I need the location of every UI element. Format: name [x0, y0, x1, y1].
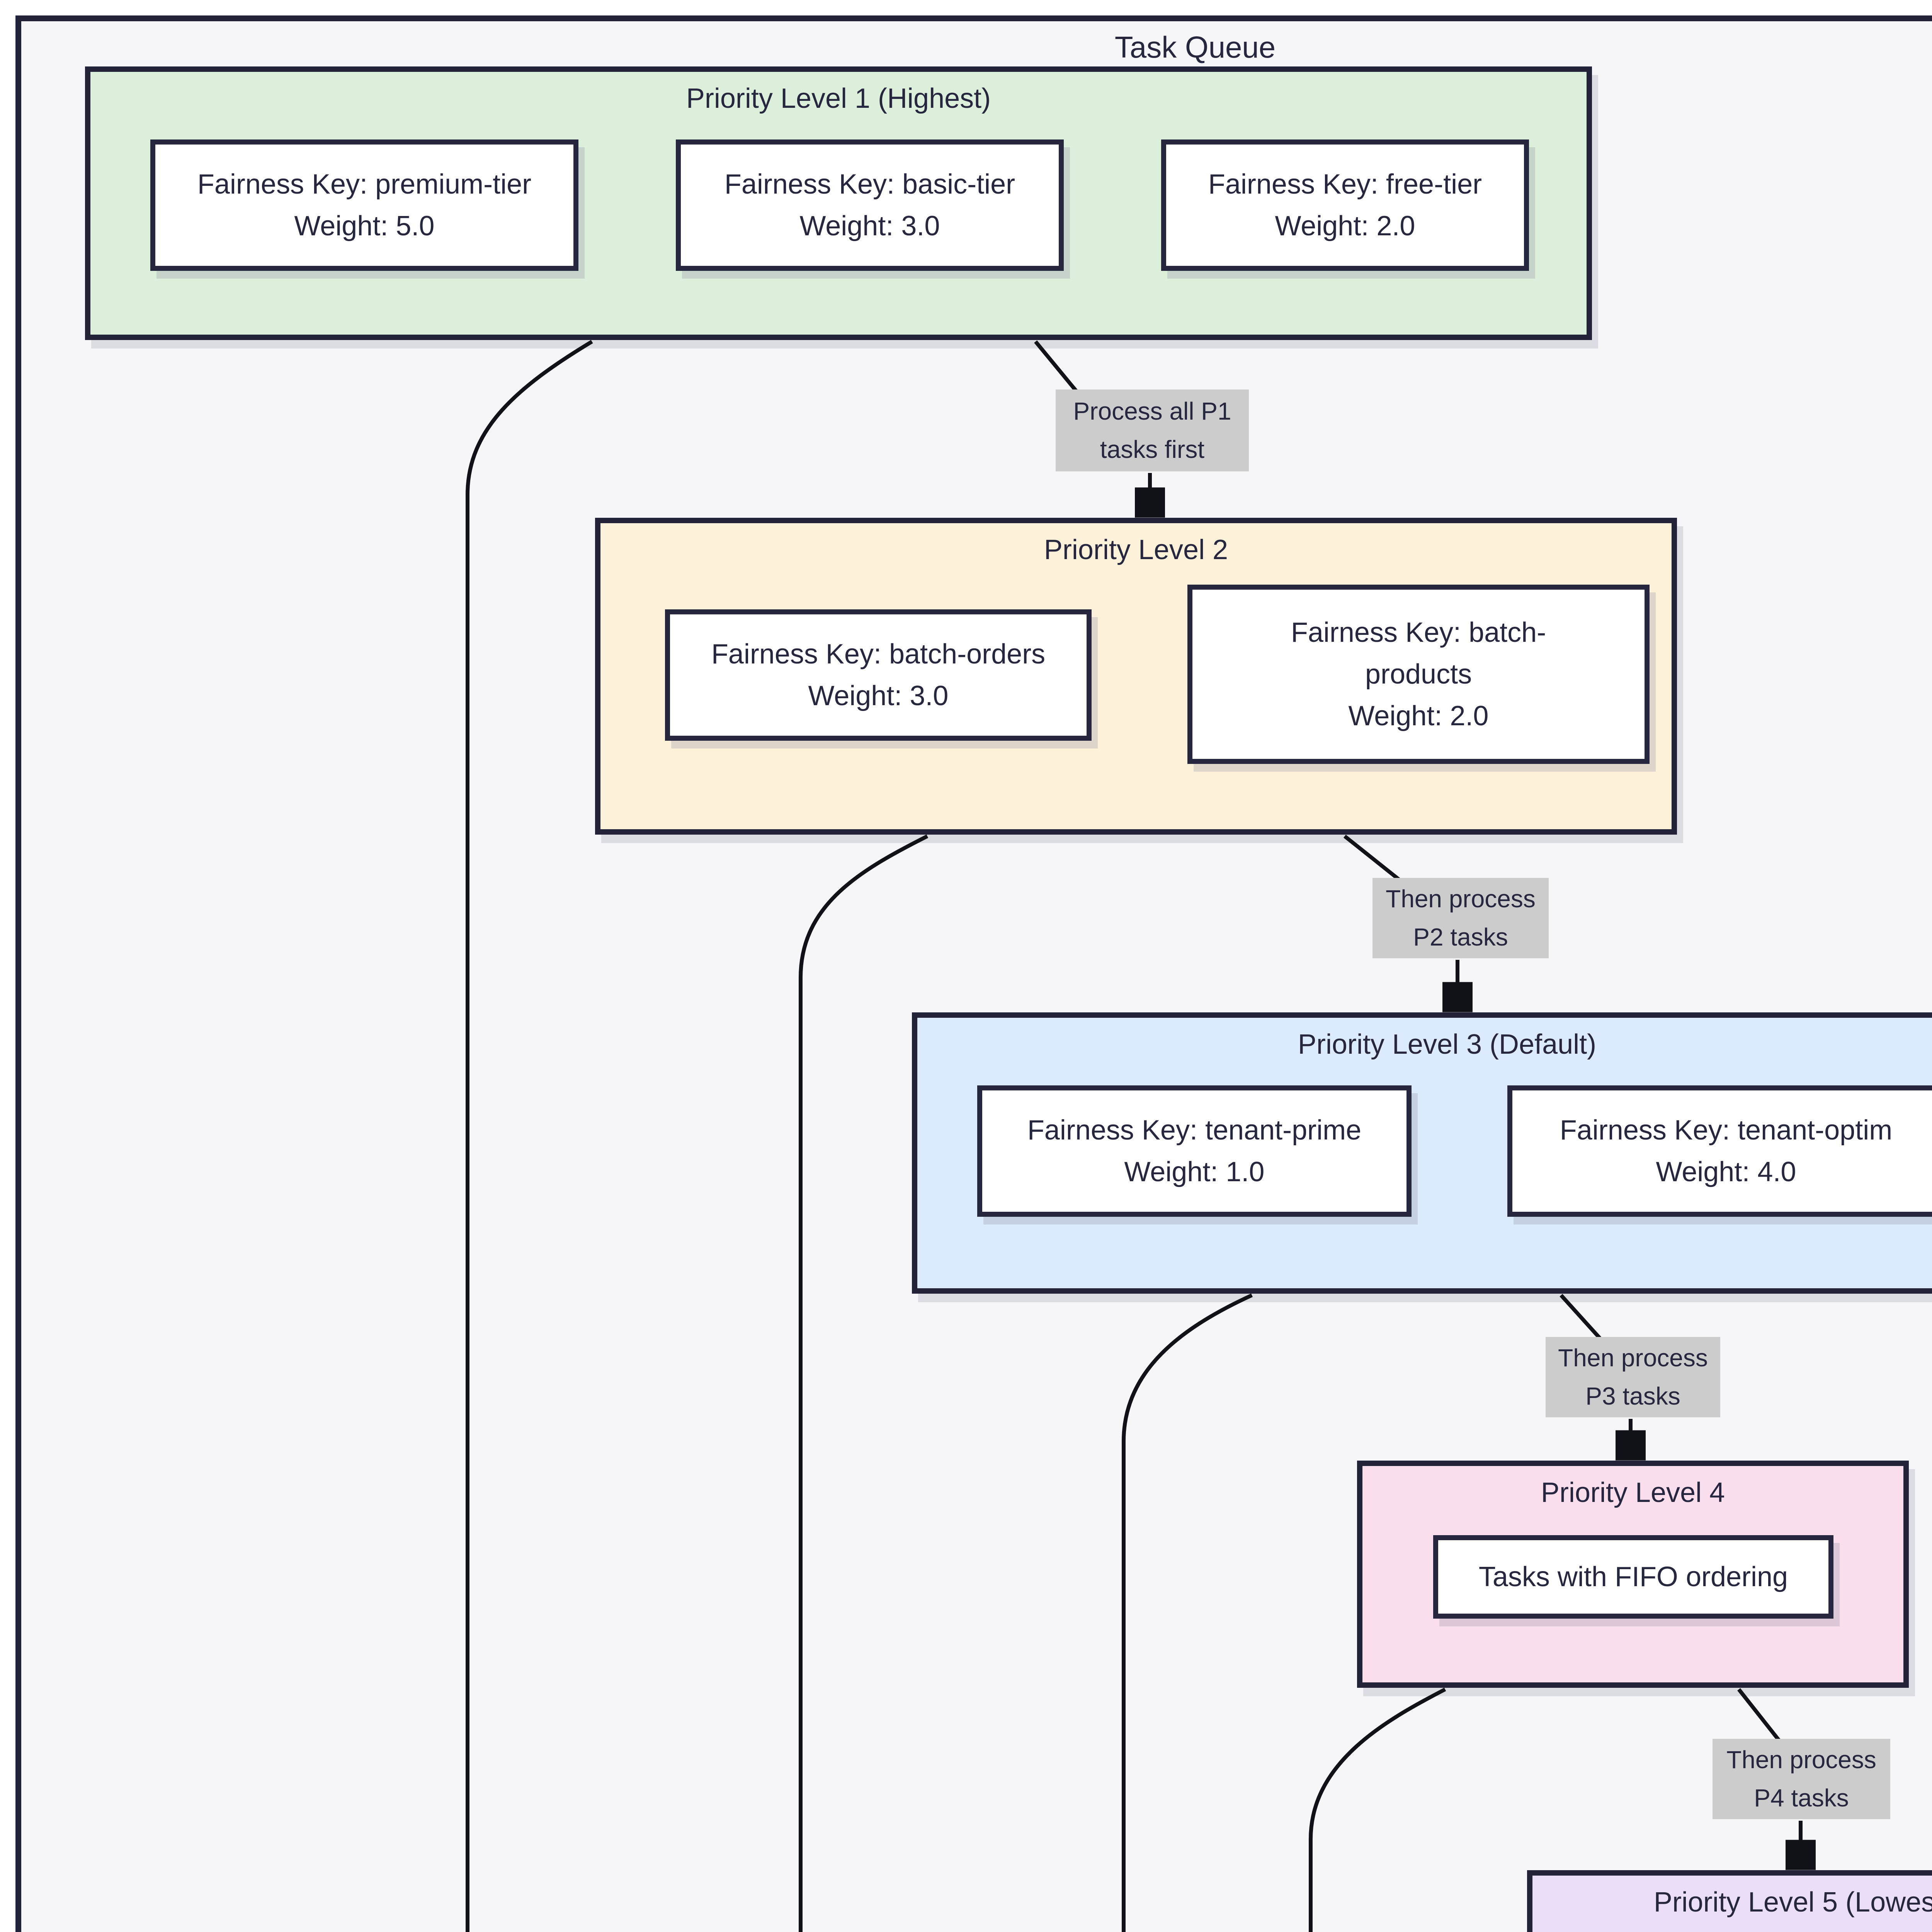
priority-level-1-title: Priority Level 1 (Highest) — [686, 83, 991, 114]
node-text-line: Fairness Key: tenant-optim — [1560, 1115, 1893, 1146]
priority-level-1-group: Priority Level 1 (Highest) Fairness Key:… — [85, 66, 1592, 340]
edge-p4-to-p5 — [1737, 1688, 1801, 1866]
priority-level-2-group: Priority Level 2 Fairness Key: batch-ord… — [595, 518, 1677, 835]
priority-level-4-group: Priority Level 4 Tasks with FIFO orderin… — [1357, 1461, 1909, 1688]
priority-level-3-group: Priority Level 3 (Default) Fairness Key:… — [912, 1012, 1932, 1294]
edge-label-p4-p5: Then process P4 tasks — [1713, 1739, 1890, 1819]
node-text-line: Weight: 3.0 — [799, 211, 940, 242]
node-batch-products: Fairness Key: batch- products Weight: 2.… — [1187, 585, 1650, 764]
node-batch-orders: Fairness Key: batch-orders Weight: 3.0 — [665, 609, 1092, 741]
edge-label-line: Then process — [1558, 1344, 1708, 1372]
edge-label-p2-p3: Then process P2 tasks — [1372, 878, 1549, 958]
node-text-line: Weight: 2.0 — [1275, 211, 1415, 242]
edge-p2-to-workers — [799, 834, 929, 1932]
node-text-line: Fairness Key: free-tier — [1208, 169, 1482, 200]
node-text-line: Weight: 2.0 — [1348, 701, 1489, 731]
edge-label-p1-p2: Process all P1 tasks first — [1056, 389, 1249, 471]
task-queue-title: Task Queue — [1114, 30, 1276, 64]
edge-label-line: Process all P1 — [1073, 397, 1231, 425]
edge-label-line: tasks first — [1100, 435, 1205, 463]
edge-p3-to-workers — [1122, 1293, 1253, 1932]
node-text-line: Tasks with FIFO ordering — [1478, 1561, 1788, 1592]
node-text-line: Weight: 1.0 — [1124, 1156, 1265, 1187]
edge-label-p3-p4: Then process P3 tasks — [1546, 1337, 1720, 1417]
node-text-line: Fairness Key: basic-tier — [724, 169, 1015, 200]
edge-label-line: P2 tasks — [1413, 923, 1508, 951]
node-fifo-p4: Tasks with FIFO ordering — [1433, 1535, 1833, 1619]
node-text-line: products — [1365, 659, 1472, 690]
node-tenant-optim: Fairness Key: tenant-optim Weight: 4.0 — [1507, 1085, 1932, 1217]
edge-p4-to-workers — [1309, 1687, 1446, 1932]
node-text-line: Weight: 3.0 — [808, 680, 949, 711]
priority-level-5-group: Priority Level 5 (Lowest) Tasks with FIF… — [1527, 1870, 1932, 1932]
node-tenant-prime: Fairness Key: tenant-prime Weight: 1.0 — [977, 1085, 1412, 1217]
node-text-line: Fairness Key: premium-tier — [197, 169, 532, 200]
edge-label-line: P4 tasks — [1754, 1784, 1849, 1812]
node-text-line: Fairness Key: batch-orders — [711, 639, 1046, 670]
edge-label-line: Then process — [1726, 1745, 1876, 1774]
edge-p1-to-workers — [466, 340, 593, 1932]
edge-label-line: P3 tasks — [1585, 1382, 1680, 1410]
node-text-line: Weight: 4.0 — [1656, 1156, 1796, 1187]
edge-p3-to-p4 — [1560, 1294, 1631, 1456]
node-text-line: Fairness Key: batch- — [1291, 617, 1546, 648]
node-premium-tier: Fairness Key: premium-tier Weight: 5.0 — [150, 139, 578, 271]
node-free-tier: Fairness Key: free-tier Weight: 2.0 — [1161, 139, 1529, 271]
node-text-line: Fairness Key: tenant-prime — [1027, 1115, 1362, 1146]
node-basic-tier: Fairness Key: basic-tier Weight: 3.0 — [676, 139, 1064, 271]
edge-label-line: Then process — [1386, 884, 1536, 913]
edge-p2-to-p3 — [1343, 835, 1458, 1008]
node-text-line: Weight: 5.0 — [294, 211, 435, 242]
